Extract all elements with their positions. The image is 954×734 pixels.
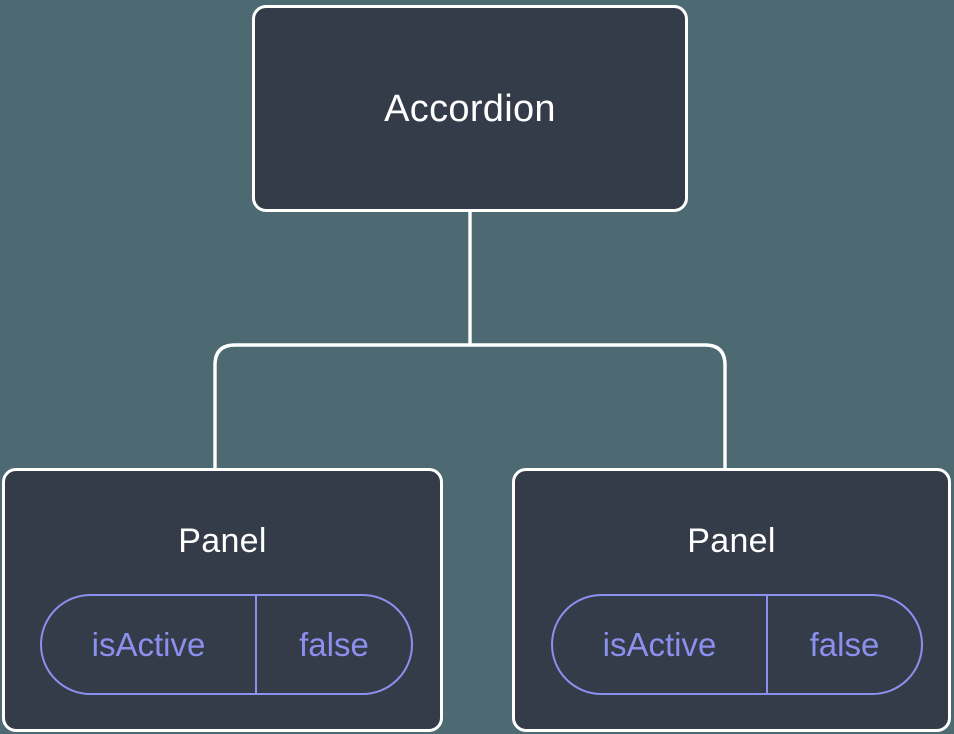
state-badge-panel-1[interactable]: isActive false xyxy=(40,594,413,695)
node-accordion-label: Accordion xyxy=(384,87,556,130)
state-badge-panel-2[interactable]: isActive false xyxy=(551,594,923,695)
state-key-panel-1: isActive xyxy=(42,596,257,693)
state-value-panel-2: false xyxy=(809,625,880,663)
node-panel-1-label: Panel xyxy=(178,522,267,560)
connector-branch-bus xyxy=(213,343,727,468)
node-accordion[interactable]: Accordion xyxy=(252,5,688,212)
node-panel-2[interactable]: Panel isActive false xyxy=(512,468,951,732)
state-key-panel-2: isActive xyxy=(553,596,768,693)
node-panel-1[interactable]: Panel isActive false xyxy=(2,468,443,732)
node-panel-2-label: Panel xyxy=(687,522,776,560)
state-value-panel-1: false xyxy=(299,625,369,663)
